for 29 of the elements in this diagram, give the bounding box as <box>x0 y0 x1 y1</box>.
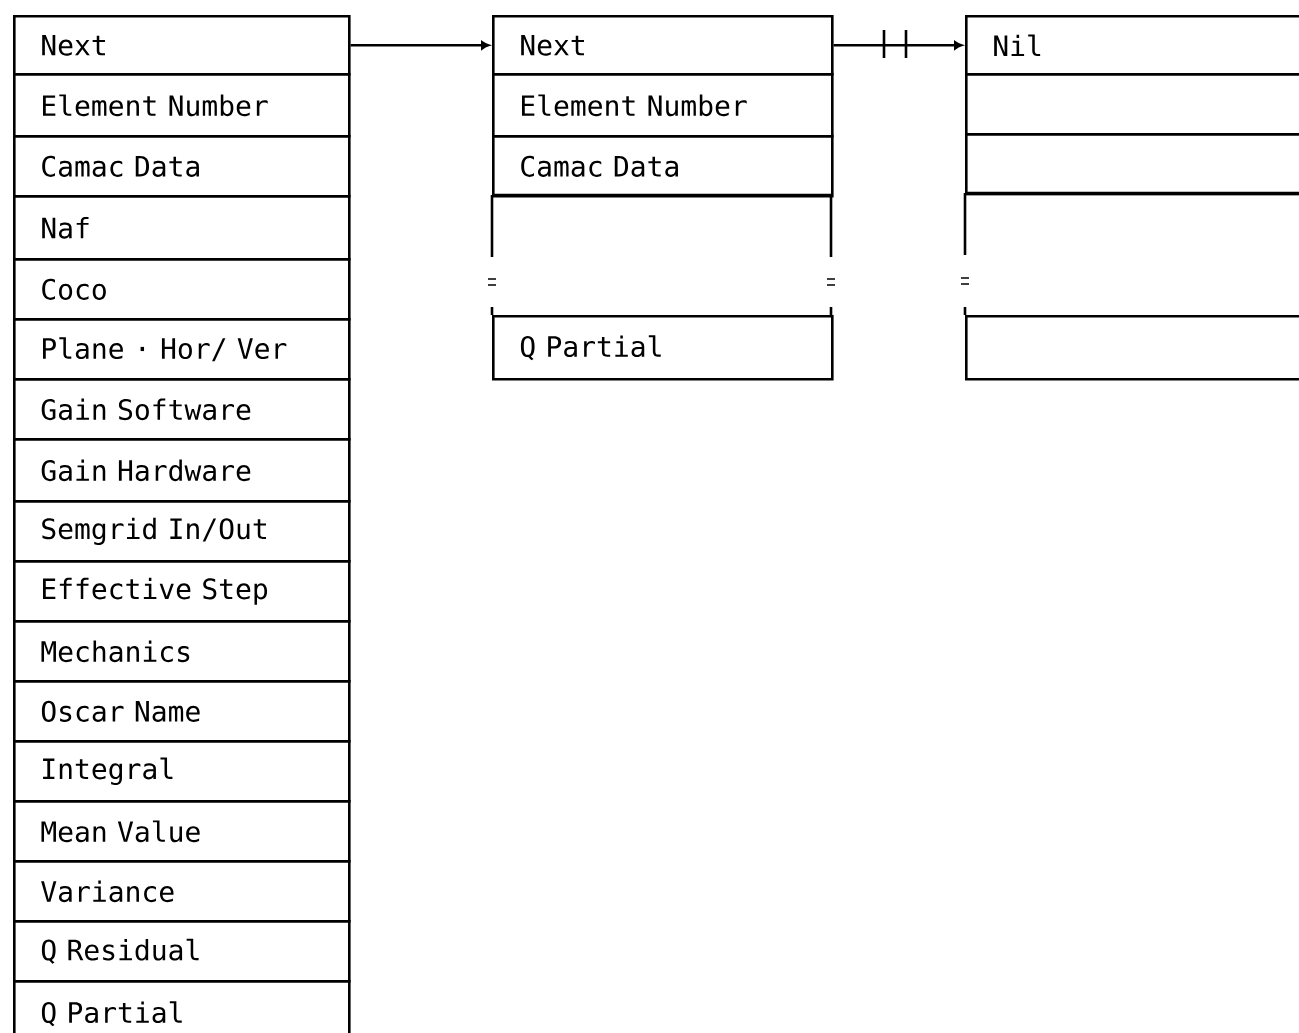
record-field: Mechanics <box>13 620 351 683</box>
arrow <box>350 40 490 50</box>
record-field: Camac Data <box>492 135 834 198</box>
record-field: Next <box>13 15 351 76</box>
arrow <box>833 40 963 50</box>
record-field: Naf <box>13 195 351 261</box>
record-field: Nil <box>965 15 1299 76</box>
record-field: Camac Data <box>13 135 351 198</box>
broken-field <box>960 191 1299 315</box>
record-field: Effective Step <box>13 560 351 623</box>
record-field: Coco <box>13 258 351 321</box>
record-field: Variance <box>13 860 351 923</box>
empty-field <box>965 73 1299 136</box>
record-field: Element Number <box>13 73 351 138</box>
record-field: Element Number <box>492 73 834 138</box>
record-field: Semgrid In/Out <box>13 500 351 563</box>
empty-field <box>965 315 1299 381</box>
broken-field <box>487 193 836 315</box>
record-field: Plane · Hor/ Ver <box>13 318 351 381</box>
record-field: Q Partial <box>492 315 834 381</box>
record-field: Gain Software <box>13 378 351 441</box>
empty-field <box>965 133 1299 196</box>
record-field: Integral <box>13 740 351 803</box>
record-field: Mean Value <box>13 800 351 863</box>
record-field: Oscar Name <box>13 680 351 743</box>
record-field: Q Residual <box>13 920 351 983</box>
record-field: Gain Hardware <box>13 438 351 503</box>
record-field: Q Partial <box>13 980 351 1033</box>
record-field: Next <box>492 15 834 76</box>
